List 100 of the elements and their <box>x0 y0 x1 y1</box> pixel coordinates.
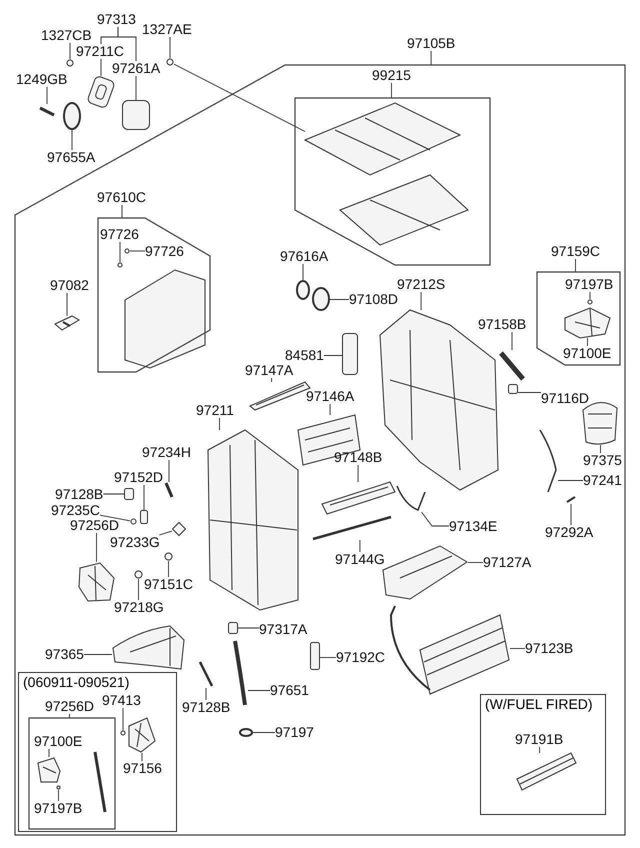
part-number: 97365 <box>45 647 84 662</box>
hose-drawing <box>232 640 248 706</box>
cover-drawing <box>128 717 156 753</box>
clip-drawing <box>140 510 148 524</box>
leader-line <box>358 464 359 482</box>
screw-drawing <box>56 785 61 790</box>
part-number: 97234H <box>142 445 192 460</box>
leader-line <box>168 460 170 482</box>
leader-line <box>100 58 102 76</box>
leader-line <box>168 560 169 578</box>
grommet-drawing <box>239 728 253 737</box>
variant-box <box>18 672 177 832</box>
leader-line <box>118 26 136 62</box>
leader-line <box>575 258 576 272</box>
part-number: 97127A <box>483 555 532 570</box>
leader-line <box>219 418 220 430</box>
part-number: 84581 <box>285 348 324 363</box>
part-number: 97726 <box>100 227 139 242</box>
leader-line <box>539 746 540 754</box>
part-number: 97128B <box>55 487 104 502</box>
nut-drawing <box>66 59 74 67</box>
seal-drawing <box>310 642 320 670</box>
part-number: 97158B <box>478 317 526 332</box>
clip-drawing <box>228 622 238 634</box>
leader-line <box>158 530 172 536</box>
part-number: 97116D <box>541 391 590 406</box>
part-number: 97147A <box>245 363 294 378</box>
leader-line <box>570 504 572 526</box>
rod-drawing <box>312 516 392 540</box>
leader-line <box>421 512 450 526</box>
part-number: 1327AE <box>142 22 192 37</box>
leader-line <box>323 355 342 356</box>
part-number: 97159C <box>551 244 600 259</box>
leader-line <box>48 748 50 758</box>
part-number: 97211 <box>196 403 234 418</box>
group-outline <box>98 218 210 372</box>
part-number: 97151C <box>144 577 194 592</box>
part-number: 97375 <box>583 453 622 468</box>
actuator-drawing <box>37 757 61 783</box>
part-number: 97256D <box>70 518 120 533</box>
actuator-drawing <box>565 308 610 338</box>
door-drawing <box>322 482 395 514</box>
part-number: 97148B <box>334 450 382 465</box>
cover-drawing <box>382 545 468 600</box>
variant-heading: (W/FUEL FIRED) <box>485 697 593 712</box>
screw-drawing <box>587 299 593 305</box>
leader-line <box>252 732 276 733</box>
bolt-drawing <box>164 482 174 498</box>
part-number: 97156 <box>123 761 162 776</box>
part-number: 97108D <box>349 292 398 307</box>
part-number: 97292A <box>545 525 594 540</box>
part-number: 97105B <box>407 36 456 51</box>
duct-drawing <box>112 625 185 670</box>
leader-line <box>330 299 350 300</box>
clip-drawing <box>172 522 186 536</box>
part-number: 99215 <box>372 68 411 83</box>
leader-line <box>66 292 68 316</box>
part-number: 97726 <box>145 244 184 259</box>
part-number: 97651 <box>270 683 309 698</box>
leader-line <box>430 50 432 66</box>
part-number: 97317A <box>259 622 308 637</box>
variant-box <box>480 694 606 815</box>
bolt-drawing <box>38 104 56 118</box>
part-number: 97413 <box>102 693 141 708</box>
part-number: 97197B <box>565 277 614 292</box>
part-number: 97261A <box>112 61 160 76</box>
clip-drawing <box>508 384 518 394</box>
part-number: 97610C <box>97 190 146 205</box>
part-number: 97241 <box>583 473 622 488</box>
part-number: 97100E <box>563 346 612 361</box>
leader-line <box>558 480 584 481</box>
leader-line <box>359 540 360 552</box>
part-number: 97211C <box>76 44 124 59</box>
spring-drawing <box>396 484 426 512</box>
part-number: 97212S <box>397 277 446 292</box>
seal-drawing <box>312 287 330 311</box>
case-drawing <box>205 430 300 610</box>
part-number: 97616A <box>280 249 328 264</box>
leader-line <box>320 657 336 658</box>
sensor-wire-drawing <box>538 428 558 494</box>
screw-drawing <box>566 496 576 504</box>
grommet-drawing <box>134 570 143 579</box>
seal-drawing <box>296 280 310 300</box>
leader-line <box>271 378 272 382</box>
nut-drawing <box>130 518 137 525</box>
nut-drawing <box>164 552 173 561</box>
air-filter-drawing <box>305 100 470 248</box>
part-number: 97192C <box>336 650 386 665</box>
leader-line <box>58 790 59 802</box>
part-number: 97191B <box>515 732 564 747</box>
part-number: 97100E <box>34 734 82 749</box>
part-number: 97082 <box>50 278 89 293</box>
part-number: 97128B <box>182 700 230 715</box>
part-number: 97134E <box>449 519 498 534</box>
leader-line <box>302 264 304 280</box>
leader-line <box>83 654 112 655</box>
lever-drawing <box>498 350 526 382</box>
part-number: 1327CB <box>41 28 92 43</box>
cover-drawing <box>122 100 150 130</box>
nut-drawing <box>120 730 126 736</box>
